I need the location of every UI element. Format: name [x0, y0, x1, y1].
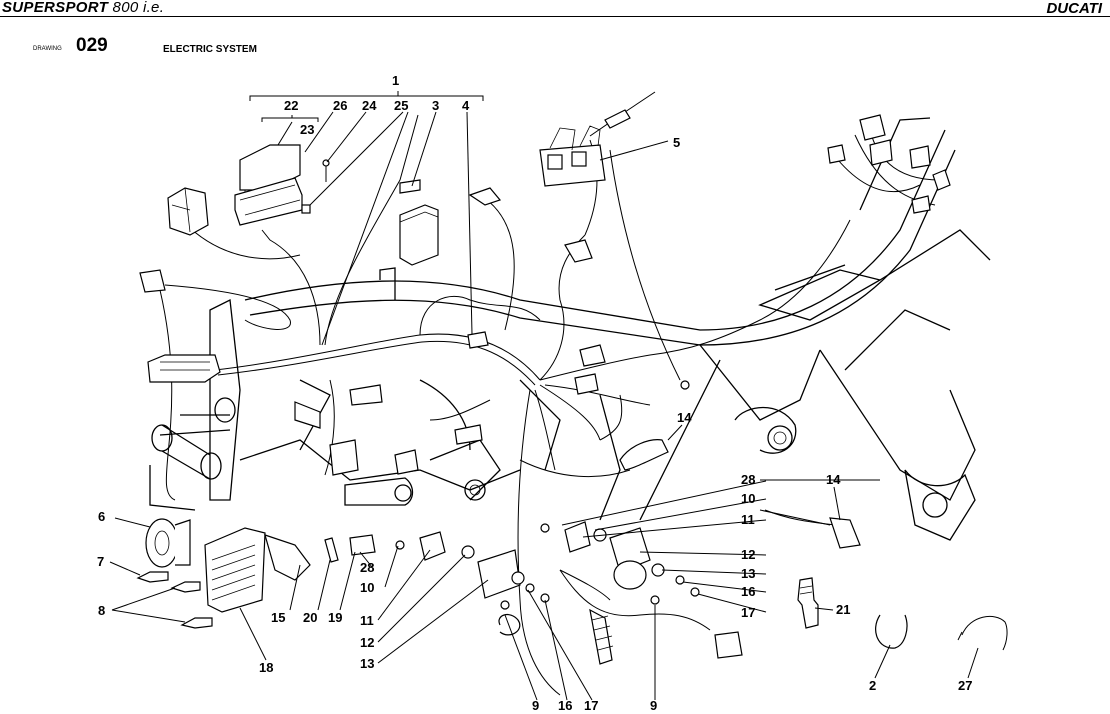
callout-14-right: 14: [826, 472, 841, 487]
callout-26: 26: [333, 98, 347, 113]
callout-21: 21: [836, 602, 850, 617]
callout-3: 3: [432, 98, 439, 113]
callout-9-right: 9: [650, 698, 657, 713]
callout-11-right: 11: [741, 512, 755, 527]
drawing-number: 029: [76, 35, 108, 56]
group-brackets: [249, 91, 484, 122]
callout-16-right: 16: [741, 584, 755, 599]
manufacturer-logo: DUCATI: [1046, 0, 1102, 17]
callout-6: 6: [98, 509, 105, 524]
callout-19: 19: [328, 610, 342, 625]
callout-9-left: 9: [532, 698, 539, 713]
callout-2: 2: [869, 678, 876, 693]
callout-18: 18: [259, 660, 273, 675]
callout-4: 4: [462, 98, 470, 113]
drawing-title: ELECTRIC SYSTEM: [163, 44, 257, 55]
model-suffix: 800 i.e.: [108, 0, 165, 16]
leader-lines: [109, 111, 979, 701]
callout-7: 7: [97, 554, 104, 569]
callout-22: 22: [284, 98, 298, 113]
callout-14-upper: 14: [677, 410, 692, 425]
callout-12-right: 12: [741, 547, 755, 562]
drawing-label: DRAWING: [33, 46, 62, 52]
model-title: SUPERSPORT 800 i.e.: [2, 0, 165, 16]
callout-11-left: 11: [360, 613, 374, 628]
components: [136, 91, 1008, 665]
callout-15: 15: [271, 610, 285, 625]
callout-17-right: 17: [741, 605, 755, 620]
callout-10-left: 10: [360, 580, 374, 595]
callout-28-right: 28: [741, 472, 755, 487]
callout-17-bottom: 17: [584, 698, 598, 713]
callout-13-left: 13: [360, 656, 374, 671]
callout-25: 25: [394, 98, 408, 113]
callout-8: 8: [98, 603, 105, 618]
callout-16-bottom: 16: [558, 698, 572, 713]
callout-20: 20: [303, 610, 317, 625]
callout-1: 1: [392, 73, 399, 88]
callout-10-right: 10: [741, 491, 755, 506]
callout-27: 27: [958, 678, 972, 693]
callout-13-right: 13: [741, 566, 755, 581]
header-divider: [0, 16, 1110, 17]
frame: [149, 117, 991, 541]
callout-24: 24: [362, 98, 377, 113]
callout-12-left: 12: [360, 635, 374, 650]
callout-28-left: 28: [360, 560, 374, 575]
callout-labels: 1 22 26 24 25 3 4 23 5 6 7 8 14 14 28 10…: [97, 73, 972, 713]
callout-5: 5: [673, 135, 680, 150]
callout-23: 23: [300, 122, 314, 137]
